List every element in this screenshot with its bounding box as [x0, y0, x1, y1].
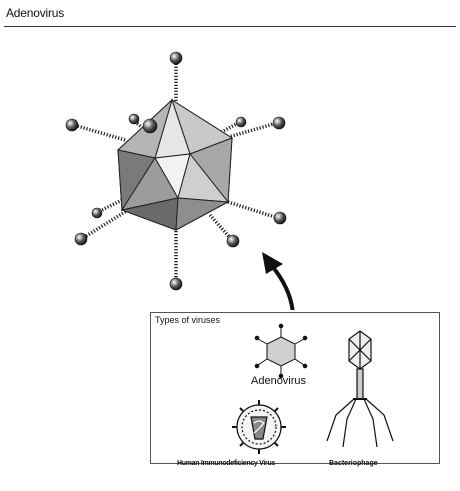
hiv-label: Human Immunodeficiency Virus: [177, 460, 275, 467]
bacteriophage-icon: [327, 331, 393, 447]
panel-title: Types of viruses: [155, 315, 220, 325]
figure-title: Adenovirus: [6, 6, 64, 20]
bacteriophage-label: Bacteriophage: [329, 460, 378, 467]
virus-types-panel: Types of viruses Adenovirus Human Immuno…: [150, 312, 440, 464]
adenovirus-label: Adenovirus: [251, 375, 306, 387]
title-divider: [4, 26, 456, 27]
pointer-arrow: [262, 252, 293, 310]
hiv-icon: [232, 400, 286, 454]
small-adenovirus-icon: [255, 324, 307, 378]
virus-types-graphics: [151, 313, 439, 463]
adenovirus-illustration: [0, 30, 460, 310]
